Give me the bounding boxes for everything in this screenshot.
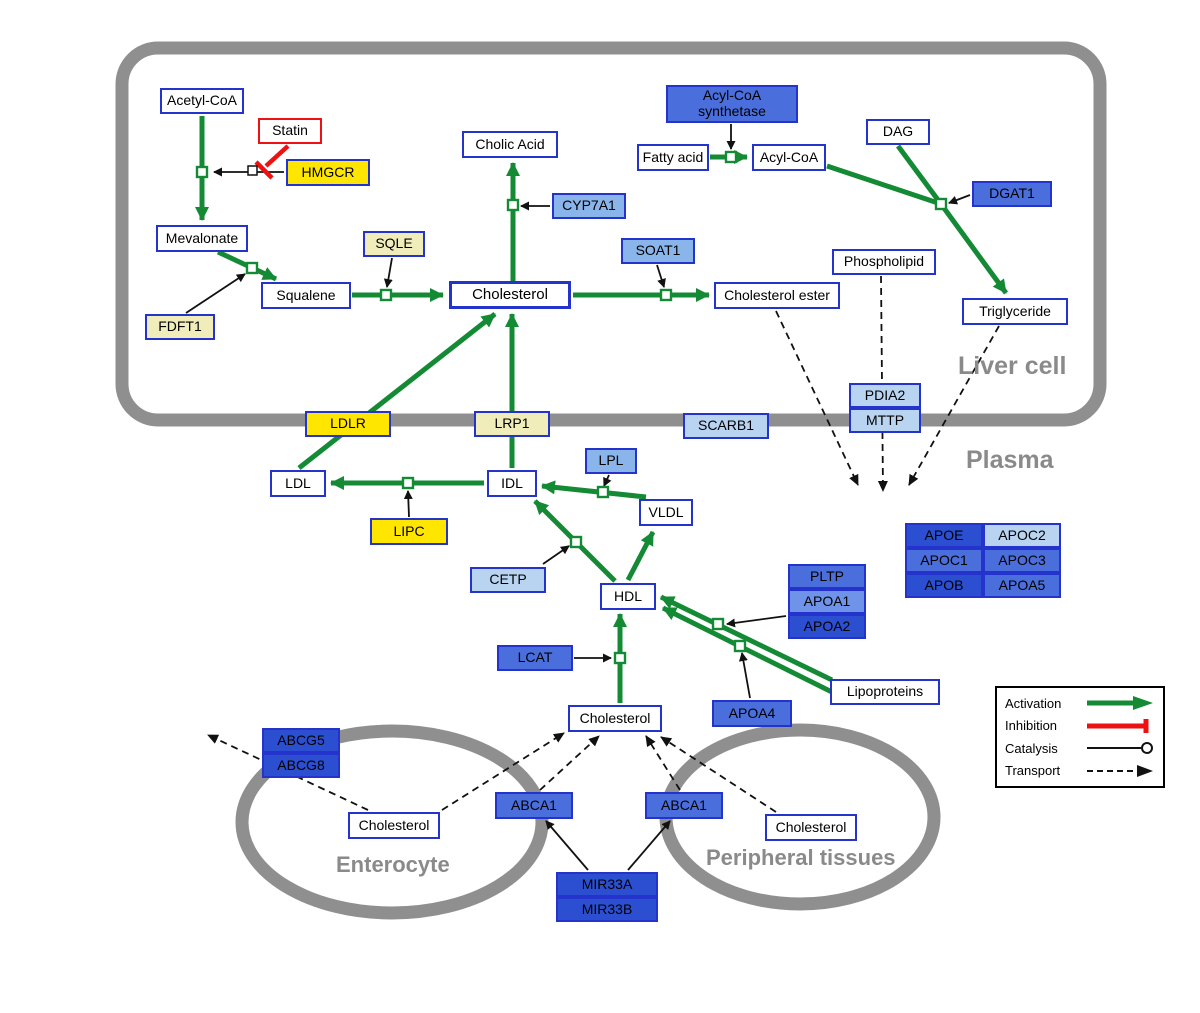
inhibition-tbar-icon (1087, 718, 1149, 733)
inhibition-target-square (247, 165, 258, 176)
node-mir33b-gene[interactable]: MIR33B (556, 897, 658, 922)
node-apoa4-gene[interactable]: APOA4 (712, 700, 792, 727)
node-cholesterol-plasma[interactable]: Cholesterol (568, 705, 662, 732)
node-ldlr-gene[interactable]: LDLR (305, 411, 391, 437)
plasma-label: Plasma (966, 446, 1054, 474)
legend-activation-label: Activation (1005, 695, 1062, 711)
compartment-liver-cell-shape (115, 41, 1107, 427)
legend-catalysis-label: Catalysis (1005, 740, 1058, 756)
legend-transport-label: Transport (1005, 763, 1061, 779)
node-cholesterol-enterocyte[interactable]: Cholesterol (348, 812, 440, 839)
node-apoe-gene[interactable]: APOE (905, 523, 983, 548)
legend-row-transport: Transport (1005, 762, 1155, 780)
node-pdia2-gene[interactable]: PDIA2 (849, 383, 921, 408)
node-mir33a-gene[interactable]: MIR33A (556, 872, 658, 897)
node-apoc2-gene[interactable]: APOC2 (983, 523, 1061, 548)
legend-inhibition-label: Inhibition (1005, 718, 1058, 734)
node-acyl-coa[interactable]: Acyl-CoA (752, 144, 826, 171)
node-squalene[interactable]: Squalene (261, 282, 351, 309)
node-cholic-acid[interactable]: Cholic Acid (462, 131, 558, 158)
node-abcg5-gene[interactable]: ABCG5 (262, 728, 340, 753)
node-apoc3-gene[interactable]: APOC3 (983, 548, 1061, 573)
node-vldl[interactable]: VLDL (639, 499, 693, 526)
node-lpl-gene[interactable]: LPL (585, 448, 637, 474)
node-ldl[interactable]: LDL (270, 470, 326, 497)
legend-row-catalysis: Catalysis (1005, 739, 1155, 757)
legend: Activation Inhibition Catalysis Transpor… (995, 686, 1165, 788)
node-dag[interactable]: DAG (866, 119, 930, 145)
node-cyp7a1-gene[interactable]: CYP7A1 (552, 193, 626, 219)
node-abca1-enterocyte-gene[interactable]: ABCA1 (495, 792, 573, 819)
compartment-enterocyte-shape (235, 724, 549, 920)
node-lcat-gene[interactable]: LCAT (497, 645, 573, 671)
legend-row-activation: Activation (1005, 694, 1155, 712)
inhibition-edge (254, 144, 290, 180)
node-phospholipid[interactable]: Phospholipid (832, 249, 936, 275)
node-apoa1-gene[interactable]: APOA1 (788, 589, 866, 614)
node-statin-drug[interactable]: Statin (258, 118, 322, 144)
node-lrp1-gene[interactable]: LRP1 (474, 411, 550, 437)
activation-edges (195, 116, 1009, 703)
node-apoa2-gene[interactable]: APOA2 (788, 614, 866, 639)
node-abcg8-gene[interactable]: ABCG8 (262, 753, 340, 778)
node-mttp-gene[interactable]: MTTP (849, 408, 921, 433)
node-idl[interactable]: IDL (487, 470, 537, 497)
node-cholesterol-liver[interactable]: Cholesterol (449, 281, 571, 309)
node-abca1-peripheral-gene[interactable]: ABCA1 (645, 792, 723, 819)
node-fdft1-gene[interactable]: FDFT1 (145, 314, 215, 340)
node-cholesterol-peripheral[interactable]: Cholesterol (765, 814, 857, 841)
node-apoc1-gene[interactable]: APOC1 (905, 548, 983, 573)
node-scarb1-gene[interactable]: SCARB1 (683, 413, 769, 439)
node-hmgcr-gene[interactable]: HMGCR (286, 159, 370, 186)
node-lipc-gene[interactable]: LIPC (370, 518, 448, 545)
catalysis-circle-icon (1087, 742, 1153, 755)
node-dgat1-gene[interactable]: DGAT1 (972, 181, 1052, 207)
node-apob-gene[interactable]: APOB (905, 573, 983, 598)
node-lipoproteins[interactable]: Lipoproteins (830, 679, 940, 705)
node-cetp-gene[interactable]: CETP (470, 567, 546, 593)
enterocyte-label: Enterocyte (336, 852, 450, 877)
node-soat1-gene[interactable]: SOAT1 (621, 238, 695, 264)
reaction-node-squares (195, 150, 948, 665)
activation-arrow-icon (1087, 696, 1153, 710)
transport-dashed-arrow-icon (1087, 764, 1153, 777)
node-hdl[interactable]: HDL (600, 583, 656, 610)
node-pltp-gene[interactable]: PLTP (788, 564, 866, 589)
legend-row-inhibition: Inhibition (1005, 717, 1155, 735)
node-fatty-acid[interactable]: Fatty acid (637, 144, 709, 171)
node-mevalonate[interactable]: Mevalonate (156, 225, 248, 252)
liver-cell-label: Liver cell (958, 352, 1067, 380)
node-sqle-gene[interactable]: SQLE (363, 231, 425, 257)
catalysis-edges (185, 124, 971, 871)
node-acyl-coa-synthetase-gene[interactable]: Acyl-CoA synthetase (666, 85, 798, 123)
node-cholesterol-ester[interactable]: Cholesterol ester (714, 282, 840, 309)
node-acetyl-coa[interactable]: Acetyl-CoA (160, 88, 244, 114)
node-apoa5-gene[interactable]: APOA5 (983, 573, 1061, 598)
peripheral-tissues-label: Peripheral tissues (706, 845, 896, 870)
node-triglyceride[interactable]: Triglyceride (962, 298, 1068, 325)
